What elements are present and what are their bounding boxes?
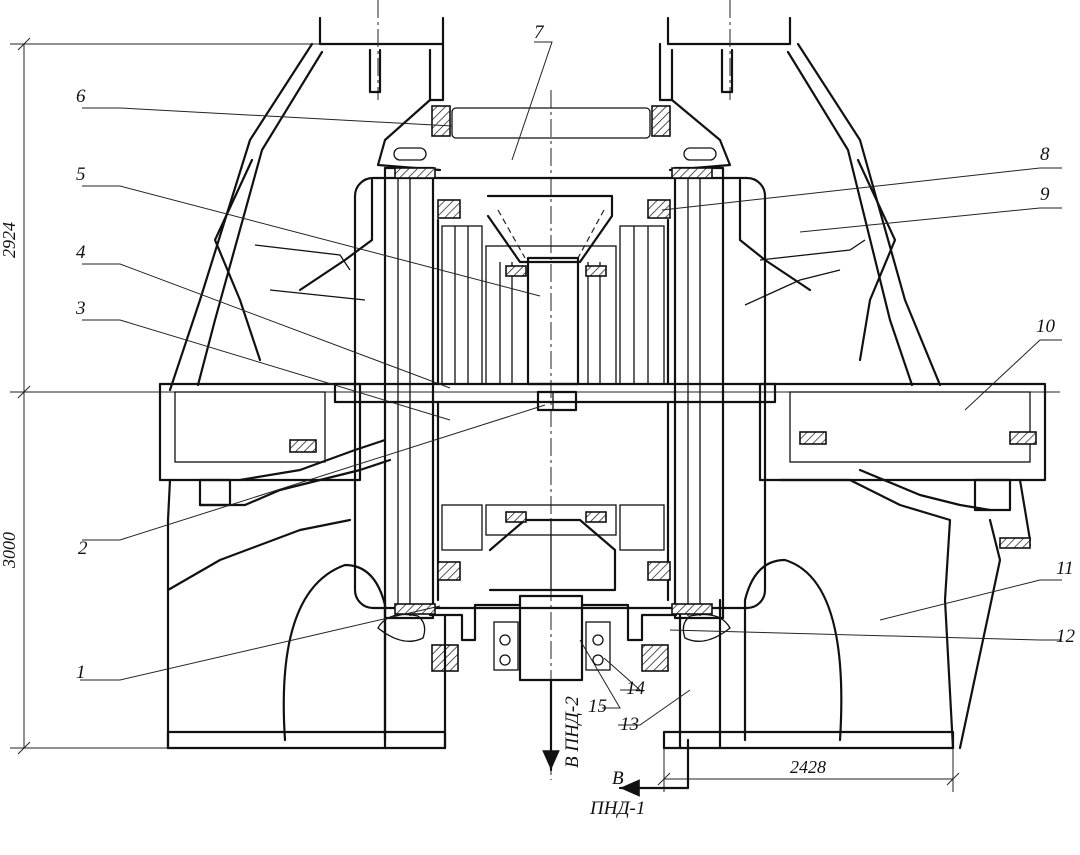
dimension-upper-height [10,37,320,399]
exhaust-hood-casing-left [168,0,445,392]
condenser-neck-right [662,382,1047,750]
dimension-upper-height-value: 2924 [0,222,19,258]
exhaust-hood-casing-right [658,0,942,387]
label-1: 1 [76,662,86,683]
caption-to-lpb2: В ПНД-2 [562,696,583,768]
label-12: 12 [1056,626,1076,647]
caption-to-lpb1: ПНД-1 [589,798,645,819]
turbine-inner-casing [353,166,767,620]
leader-lines [80,41,1062,726]
dimension-lower-height [10,392,168,755]
dimension-lower-height-value: 3000 [0,532,19,569]
label-14: 14 [626,678,646,699]
label-5: 5 [76,164,86,185]
label-11: 11 [1056,558,1074,579]
bearing-housing-lower [377,594,731,682]
rotor-shaft-band [333,382,777,412]
label-10: 10 [1036,316,1056,337]
label-13: 13 [620,714,639,735]
label-2: 2 [78,538,88,559]
label-7: 7 [534,22,545,43]
label-9: 9 [1040,184,1050,205]
arrow-to-lpb1 [618,738,690,797]
label-6: 6 [76,86,86,107]
label-8: 8 [1040,144,1050,165]
blading-lower [436,400,671,602]
condenser-neck-left [158,382,447,750]
label-15: 15 [588,696,607,717]
caption-to-lpb1-prefix: В [612,768,624,789]
label-4: 4 [76,242,86,263]
dimension-half-width-value: 2428 [790,757,826,777]
label-3: 3 [75,298,86,319]
blading-upper [436,194,671,386]
dimension-half-width [657,748,960,792]
